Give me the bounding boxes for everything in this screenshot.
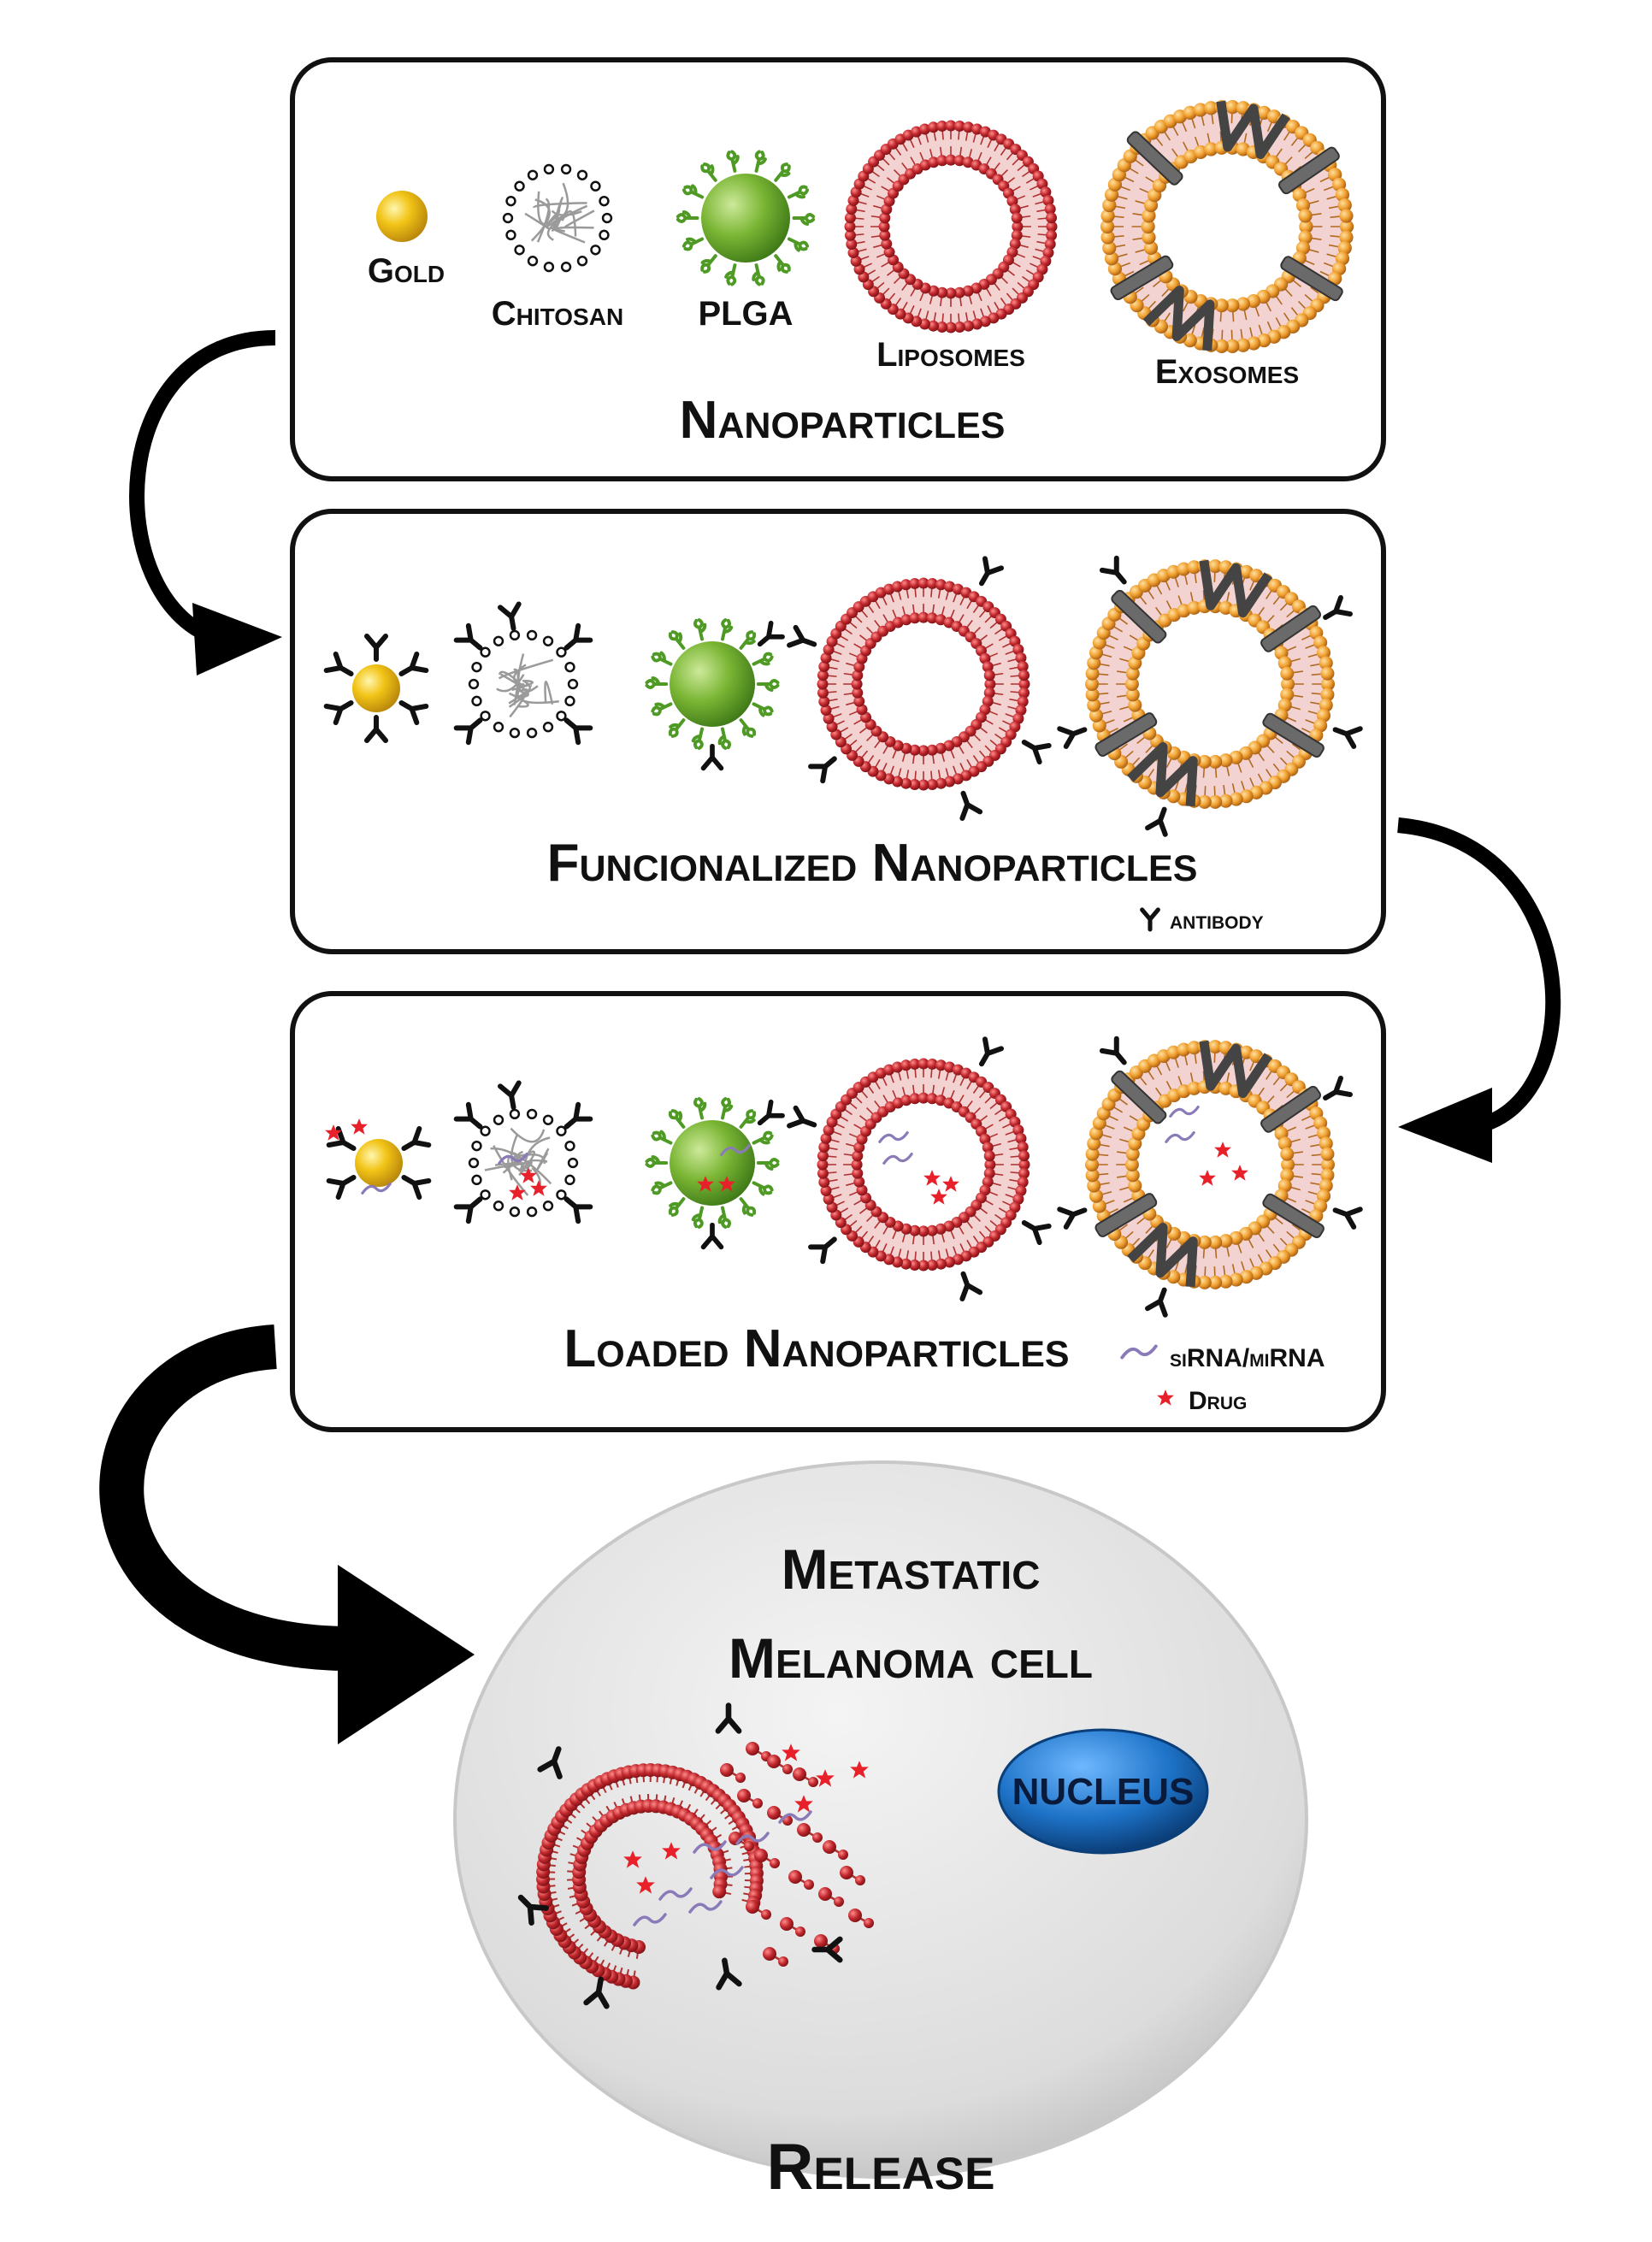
legend-antibody-label: antibody xyxy=(1170,906,1264,935)
arrow-icon xyxy=(137,338,282,676)
nucleus: NUCLEUS xyxy=(999,1730,1207,1853)
label-plga: PLGA xyxy=(698,295,793,333)
label-chitosan: Chitosan xyxy=(492,295,623,333)
label-gold: Gold xyxy=(368,252,445,290)
panel-title-nanoparticles: Nanoparticles xyxy=(680,391,1006,450)
nucleus-label: NUCLEUS xyxy=(1012,1771,1195,1813)
gold-icon xyxy=(355,1139,403,1187)
label-exosomes: Exosomes xyxy=(1155,353,1299,391)
cell-title-line1: Metastatic xyxy=(782,1537,1041,1601)
legend-sirna-label: siRNA/miRNA xyxy=(1170,1344,1325,1372)
arrow-icon xyxy=(1398,825,1553,1163)
label-liposomes: Liposomes xyxy=(876,336,1025,374)
release-label: Release xyxy=(767,2131,995,2204)
gold-icon xyxy=(352,664,400,712)
panel-title-loaded: Loaded Nanoparticles xyxy=(563,1319,1069,1378)
cell-title-line2: Melanoma cell xyxy=(729,1626,1093,1690)
legend-drug-label: Drug xyxy=(1189,1387,1247,1415)
gold-icon xyxy=(376,191,428,242)
panel-title-functionalized: Funcionalized Nanoparticles xyxy=(547,834,1198,893)
